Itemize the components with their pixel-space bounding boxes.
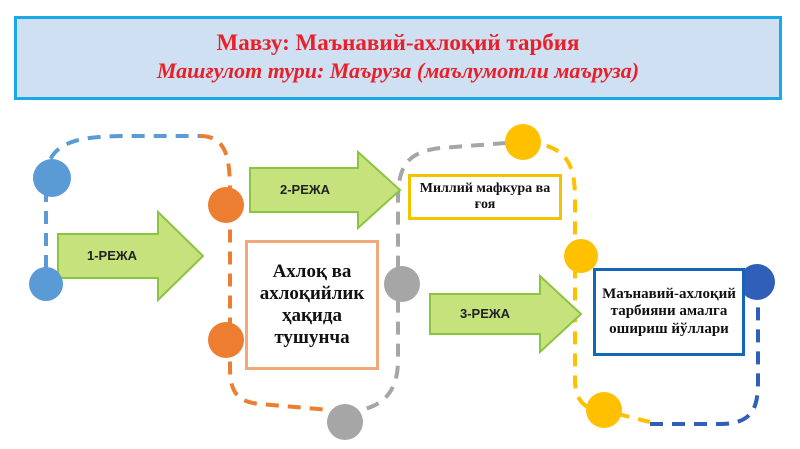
- plan2-arrow: [249, 149, 402, 231]
- gray-dot-bottom: [327, 404, 363, 440]
- orange-dashed-connector: [199, 134, 331, 412]
- yellow-dot-top: [505, 124, 541, 160]
- orange-dot-bottom: [208, 322, 244, 358]
- plan3-label: 3-РЕЖА: [460, 306, 511, 321]
- title-banner: Мавзу: Маънавий-ахлоқий тарбия Машғулот …: [14, 16, 782, 100]
- plan1-label: 1-РЕЖА: [87, 248, 138, 263]
- blue-dot-bottom: [29, 267, 63, 301]
- lesson-type-subtitle: Машғулот тури: Маъруза (маълумотли маъру…: [156, 58, 640, 83]
- ideology-box: Миллий мафкура ва ғоя: [408, 174, 562, 220]
- plan3-arrow: [429, 273, 583, 355]
- plan1-arrow: [57, 209, 205, 303]
- blue-dot-top: [33, 159, 71, 197]
- plan2-label: 2-РЕЖА: [280, 182, 331, 197]
- methods-box: Маънавий-ахлоқий тарбияни амалга ошириш …: [593, 268, 745, 356]
- dark-blue-dashed-connector: [650, 290, 760, 426]
- concept-box: Ахлоқ ва ахлоқийлик ҳақида тушунча: [245, 240, 379, 370]
- yellow-dot-middle: [564, 239, 598, 273]
- yellow-dot-bottom: [586, 392, 622, 428]
- gray-dot-middle: [384, 266, 420, 302]
- gray-dashed-connector: [344, 140, 521, 414]
- dark-blue-dot: [739, 264, 775, 300]
- topic-title: Мавзу: Маънавий-ахлоқий тарбия: [216, 30, 580, 55]
- orange-dot-top: [208, 187, 244, 223]
